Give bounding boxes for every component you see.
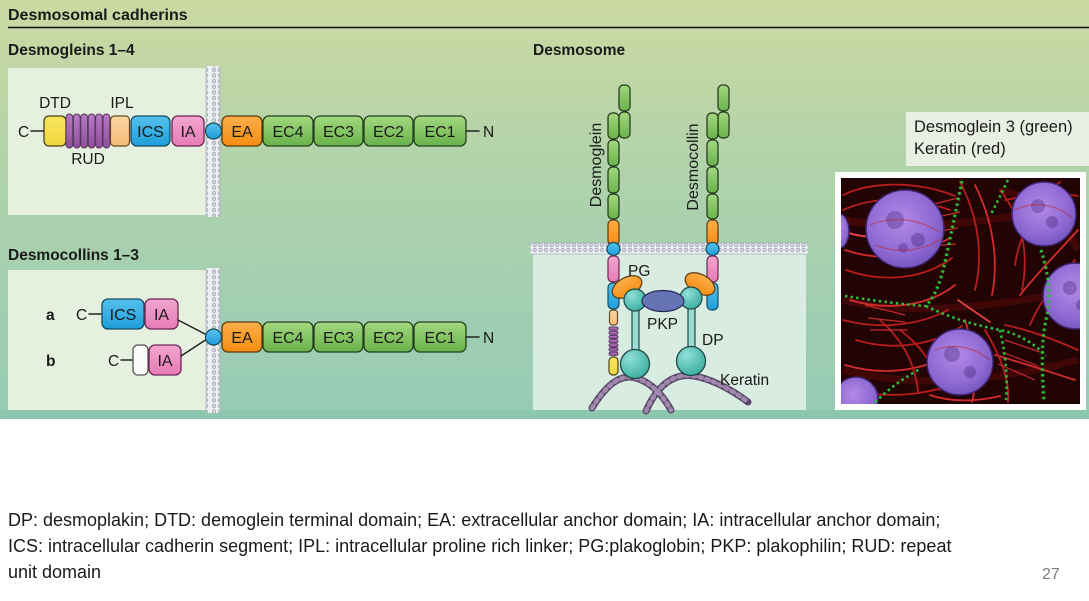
ec4-domain-box xyxy=(262,115,314,147)
ec1-domain-label: EC1 xyxy=(424,124,455,141)
n-terminus-label: N xyxy=(483,124,494,141)
desmoplakin-foot-right xyxy=(675,345,707,377)
ec2-domain-box xyxy=(363,115,414,147)
ia-domain-box-a xyxy=(144,298,179,330)
desmoglein3-borders xyxy=(844,179,1051,403)
desmoglein-domain-chain: C ICS IA EA EC4 EC3 EC2 EC1 N DTD IPL RU… xyxy=(18,95,494,168)
pg-label: PG xyxy=(628,263,650,280)
ec4-domain-box-dsc xyxy=(262,321,314,353)
dtd-domain-box xyxy=(43,115,67,147)
desmoglein-molecule xyxy=(606,84,631,376)
ipl-label: IPL xyxy=(110,95,134,112)
desmocollin-chain-label: Desmocollin xyxy=(685,123,702,210)
desmocollins-panel xyxy=(8,270,213,410)
ics-domain-box xyxy=(130,115,171,147)
ec4-domain-label: EC4 xyxy=(272,124,303,141)
c-terminus-label: C xyxy=(18,124,29,141)
ec4-domain-label-dsc: EC4 xyxy=(272,330,303,347)
plakophilin-ellipse xyxy=(641,289,685,313)
fluorescence-micrograph xyxy=(835,172,1086,410)
keratin-label: Keratin xyxy=(720,372,769,389)
desmosomal-cadherins-figure: Desmosomal cadherins Desmogleins 1–4 Des… xyxy=(0,0,1089,419)
transmembrane-anchor-dot-dsc xyxy=(204,328,223,346)
ea-domain-box xyxy=(221,115,263,147)
ea-domain-label-dsc: EA xyxy=(231,330,253,347)
desmosome-schematic: Desmoglein Desmocollin xyxy=(588,84,769,415)
ec3-domain-box-dsc xyxy=(313,321,364,353)
legend-keratin: Keratin (red) xyxy=(914,140,1006,158)
caption-line-2: ICS: intracellular cadherin segment; IPL… xyxy=(8,536,952,556)
ec2-domain-box-dsc xyxy=(363,321,414,353)
desmoplakin-foot-left xyxy=(619,348,651,380)
ec2-domain-label: EC2 xyxy=(373,124,404,141)
c-terminus-label-a: C xyxy=(76,307,87,324)
ec3-domain-label: EC3 xyxy=(323,124,354,141)
figure-title: Desmosomal cadherins xyxy=(8,7,188,24)
pkp-label: PKP xyxy=(647,316,678,333)
desmocollin-domain-chain: a C ICS IA b C IA EA EC4 EC3 EC2 EC1 N xyxy=(46,298,494,376)
desmocollin-molecule xyxy=(705,84,730,311)
desmogleins-header: Desmogleins 1–4 xyxy=(8,42,135,59)
ec2-domain-label-dsc: EC2 xyxy=(373,330,404,347)
ics-domain-label-a: ICS xyxy=(110,307,137,324)
nuclei-red-overlay xyxy=(869,204,1073,361)
desmocollins-header: Desmocollins 1–3 xyxy=(8,247,139,264)
figure-caption: DP: desmoplakin; DTD: demoglein terminal… xyxy=(8,507,1086,585)
desmoglein-chain-label: Desmoglein xyxy=(588,123,605,207)
legend-desmoglein3: Desmoglein 3 (green) xyxy=(914,118,1073,136)
ea-domain-box-dsc xyxy=(221,321,263,353)
ec3-domain-box xyxy=(313,115,364,147)
c-terminus-label-b: C xyxy=(108,353,119,370)
isoform-b-label: b xyxy=(46,353,55,370)
dtd-label: DTD xyxy=(39,95,71,112)
truncated-domain-box-b xyxy=(132,344,149,376)
ics-domain-label: ICS xyxy=(137,124,164,141)
plasma-membrane-desmogleins xyxy=(205,66,221,217)
isoform-a-label: a xyxy=(46,307,55,324)
ia-domain-label: IA xyxy=(180,124,195,141)
ec3-domain-label-dsc: EC3 xyxy=(323,330,354,347)
transmembrane-anchor-dot xyxy=(204,122,223,140)
rud-tail-repeats xyxy=(608,326,619,356)
ipl-domain-box xyxy=(109,115,131,147)
ea-domain-label: EA xyxy=(231,124,253,141)
figure-bottom-band xyxy=(0,410,1089,419)
ia-domain-label-a: IA xyxy=(154,307,169,324)
rud-domain-repeats xyxy=(65,113,111,149)
ics-domain-box-a xyxy=(101,298,145,330)
nuclei-mottling xyxy=(886,199,1080,378)
n-terminus-label-dsc: N xyxy=(483,330,494,347)
micrograph-legend: Desmoglein 3 (green) Keratin (red) xyxy=(906,112,1089,166)
plasma-membrane-desmosome xyxy=(530,242,808,255)
page-number: 27 xyxy=(1042,566,1060,583)
ia-domain-box xyxy=(171,115,205,147)
caption-line-1: DP: desmoplakin; DTD: demoglein terminal… xyxy=(8,510,941,530)
caption-line-3: unit domain xyxy=(8,562,102,582)
ia-domain-label-b: IA xyxy=(157,353,172,370)
desmosome-header: Desmosome xyxy=(533,42,626,59)
dp-label: DP xyxy=(702,332,724,349)
rud-label: RUD xyxy=(71,151,105,168)
ia-domain-box-b xyxy=(148,344,182,376)
ec1-domain-label-dsc: EC1 xyxy=(424,330,455,347)
